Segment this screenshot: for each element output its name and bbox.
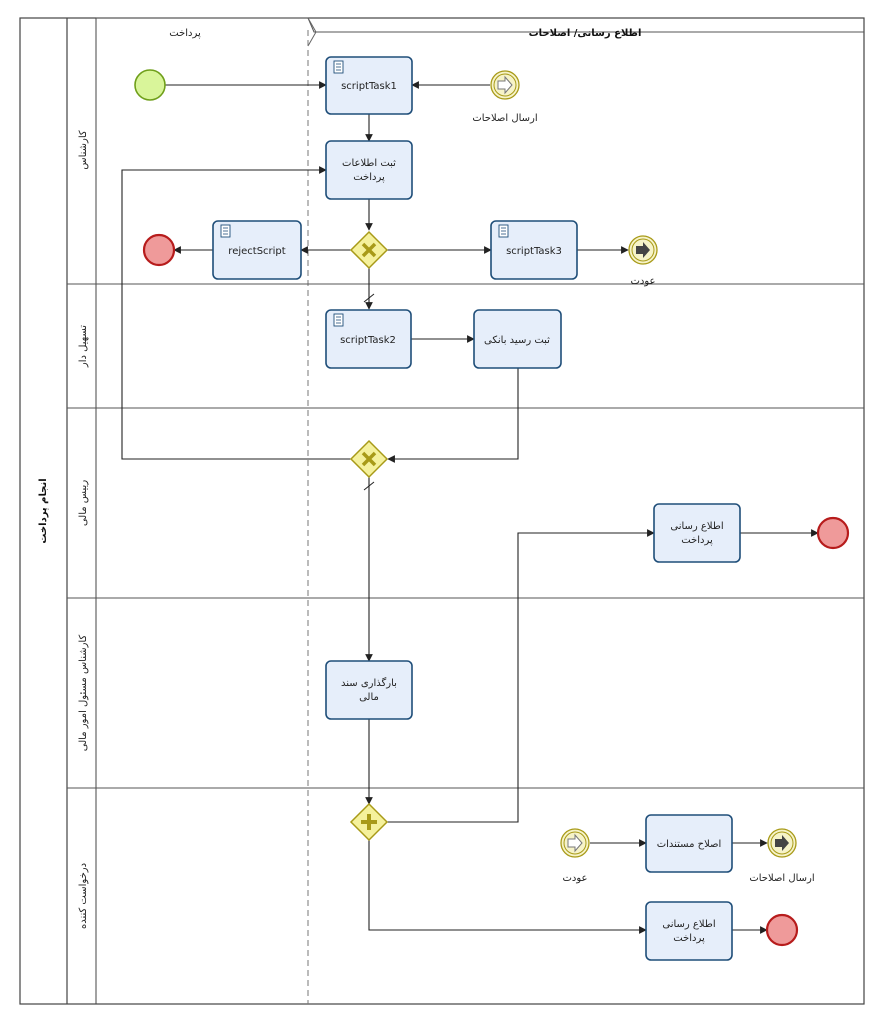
arrow-right-icon: [775, 835, 789, 851]
script-icon: [220, 224, 231, 238]
task-bank-receipt[interactable]: ثبت رسید بانکی: [473, 309, 562, 369]
task-scriptTask2[interactable]: scriptTask2: [325, 309, 412, 369]
task-scriptTask3[interactable]: scriptTask3: [490, 220, 578, 280]
lane-label-requester: درخواست کننده: [78, 863, 89, 929]
script-icon: [333, 60, 344, 74]
task-bank-receipt-label: ثبت رسید بانکی: [484, 335, 550, 346]
start-event[interactable]: [134, 69, 166, 101]
task-register-payment[interactable]: ثبت اطلاعات پرداخت: [325, 140, 413, 200]
task-notify-payment-2-line1: اطلاع رسانی: [662, 919, 715, 930]
script-icon: [333, 313, 344, 327]
throw-event-send-corrections[interactable]: [767, 828, 797, 858]
phase-left-label: پرداخت: [169, 28, 201, 39]
arrow-right-icon: [497, 75, 513, 95]
exclusive-gateway-2[interactable]: [349, 439, 389, 479]
task-upload-doc-line1: بارگذاری سند: [341, 677, 397, 689]
task-scriptTask2-label: scriptTask2: [340, 335, 396, 346]
throw-event-return[interactable]: [628, 235, 658, 265]
catch-event-send-corrections[interactable]: [490, 70, 520, 100]
task-upload-doc-line2: مالی: [359, 692, 379, 703]
x-icon: [361, 242, 377, 258]
task-fix-documents-label: اصلاح مستندات: [657, 839, 722, 850]
lane-label-finance-officer: کارشناس مسئول امور مالی: [78, 635, 89, 752]
task-notify-payment-2[interactable]: اطلاع رسانی پرداخت: [645, 901, 733, 961]
parallel-gateway[interactable]: [349, 802, 389, 842]
task-notify-payment-1-line2: پرداخت: [681, 535, 713, 546]
lane-label-finance-head: رییس مالی: [78, 480, 89, 527]
task-upload-financial-doc[interactable]: بارگذاری سند مالی: [325, 660, 413, 720]
arrow-right-icon: [567, 833, 583, 853]
task-scriptTask3-label: scriptTask3: [506, 246, 562, 257]
task-notify-payment-2-line2: پرداخت: [673, 933, 705, 944]
phase-right-label: اطلاع رسانی/ اصلاحات: [529, 28, 642, 39]
throw-send-corrections-label: ارسال اصلاحات: [749, 873, 814, 884]
task-register-payment-line1: ثبت اطلاعات: [342, 158, 396, 169]
end-event-notify-1[interactable]: [816, 516, 850, 550]
arrow-right-icon: [636, 242, 650, 258]
lane-label-facilitator: تسهیل دار: [78, 325, 89, 368]
catch-return-label: عودت: [563, 873, 588, 884]
throw-return-label: عودت: [631, 276, 656, 287]
task-register-payment-line2: پرداخت: [353, 172, 385, 183]
task-notify-payment-1[interactable]: اطلاع رسانی پرداخت: [653, 503, 741, 563]
end-event-reject[interactable]: [142, 233, 176, 267]
task-fix-documents[interactable]: اصلاح مستندات: [645, 814, 733, 873]
pool-title: انجام پرداخت: [38, 478, 49, 543]
x-icon: [361, 451, 377, 467]
script-icon: [498, 224, 509, 238]
task-notify-payment-1-line1: اطلاع رسانی: [670, 521, 723, 532]
catch-send-corrections-label: ارسال اصلاحات: [472, 113, 537, 124]
task-scriptTask1-label: scriptTask1: [341, 81, 397, 92]
catch-event-return[interactable]: [560, 828, 590, 858]
plus-icon: [361, 814, 377, 830]
task-rejectScript-label: rejectScript: [228, 246, 285, 257]
task-rejectScript[interactable]: rejectScript: [212, 220, 302, 280]
exclusive-gateway-1[interactable]: [349, 230, 389, 270]
lane-label-expert: کارشناس: [78, 130, 89, 170]
task-scriptTask1[interactable]: scriptTask1: [325, 56, 413, 115]
end-event-notify-2[interactable]: [765, 913, 799, 947]
